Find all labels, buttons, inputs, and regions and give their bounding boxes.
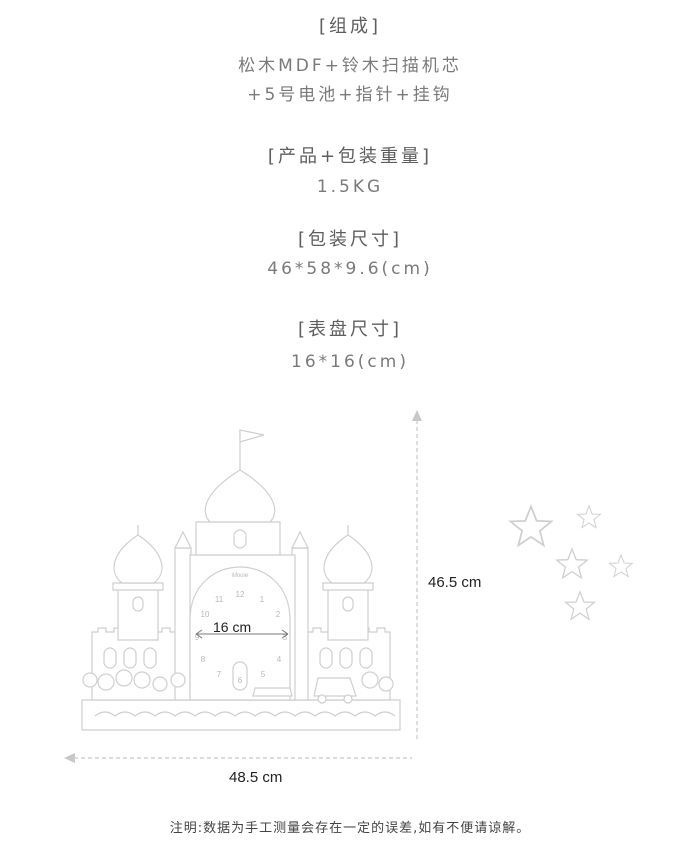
dial-arrow-left <box>195 629 203 639</box>
main-flag <box>239 429 265 443</box>
star-icon <box>608 553 634 578</box>
clock-number-5: 5 <box>261 670 266 679</box>
package-size-value: 46*58*9.6(cm) <box>267 259 433 279</box>
carriage-horses <box>252 687 293 697</box>
left-onion-dome <box>113 534 163 584</box>
star-icon <box>508 503 554 548</box>
right-onion-dome <box>323 534 373 584</box>
clock-number-2: 2 <box>276 610 281 619</box>
clock-number-11: 11 <box>215 595 224 604</box>
clock-number-7: 7 <box>217 670 222 679</box>
dial-width-label: 16 cm <box>213 619 252 635</box>
width-arrow-head <box>64 753 75 763</box>
dial-size-value: 16*16(cm) <box>291 352 409 372</box>
main-onion-dome <box>204 469 276 523</box>
star-icon <box>555 547 589 580</box>
package-size-heading: [包装尺寸] <box>297 229 403 250</box>
clock-number-6: 6 <box>238 676 243 685</box>
dial-size-heading: [表盘尺寸] <box>297 319 403 340</box>
clock-number-4: 4 <box>277 655 282 664</box>
width-label: 48.5 cm <box>229 769 283 786</box>
composition-heading: [组成] <box>318 16 382 37</box>
height-arrow-head <box>412 410 422 421</box>
measurement-note: 注明:数据为手工测量会存在一定的误差,如有不便请谅解。 <box>169 821 531 836</box>
star-icon <box>563 590 597 621</box>
clock-number-9: 9 <box>195 633 200 642</box>
height-label: 46.5 cm <box>428 574 482 591</box>
clock-number-12: 12 <box>236 590 245 599</box>
clock-number-3: 3 <box>283 633 288 642</box>
clock-number-1: 1 <box>260 595 265 604</box>
castle-base <box>81 699 401 731</box>
clock-number-8: 8 <box>201 655 206 664</box>
carriage <box>313 677 357 697</box>
composition-line-1: 松木MDF+铃木扫描机芯 <box>238 56 462 76</box>
star-icon <box>576 504 602 529</box>
dial-arrow-right <box>281 629 289 639</box>
clock-brand: Mooie <box>232 573 249 579</box>
cloud-trim <box>94 711 396 717</box>
keep-door <box>232 661 248 691</box>
weight-value: 1.5KG <box>316 177 384 197</box>
weight-heading: [产品+包装重量] <box>267 146 433 167</box>
clock-number-10: 10 <box>201 610 210 619</box>
composition-line-2: +5号电池+指针+挂钩 <box>247 85 453 105</box>
